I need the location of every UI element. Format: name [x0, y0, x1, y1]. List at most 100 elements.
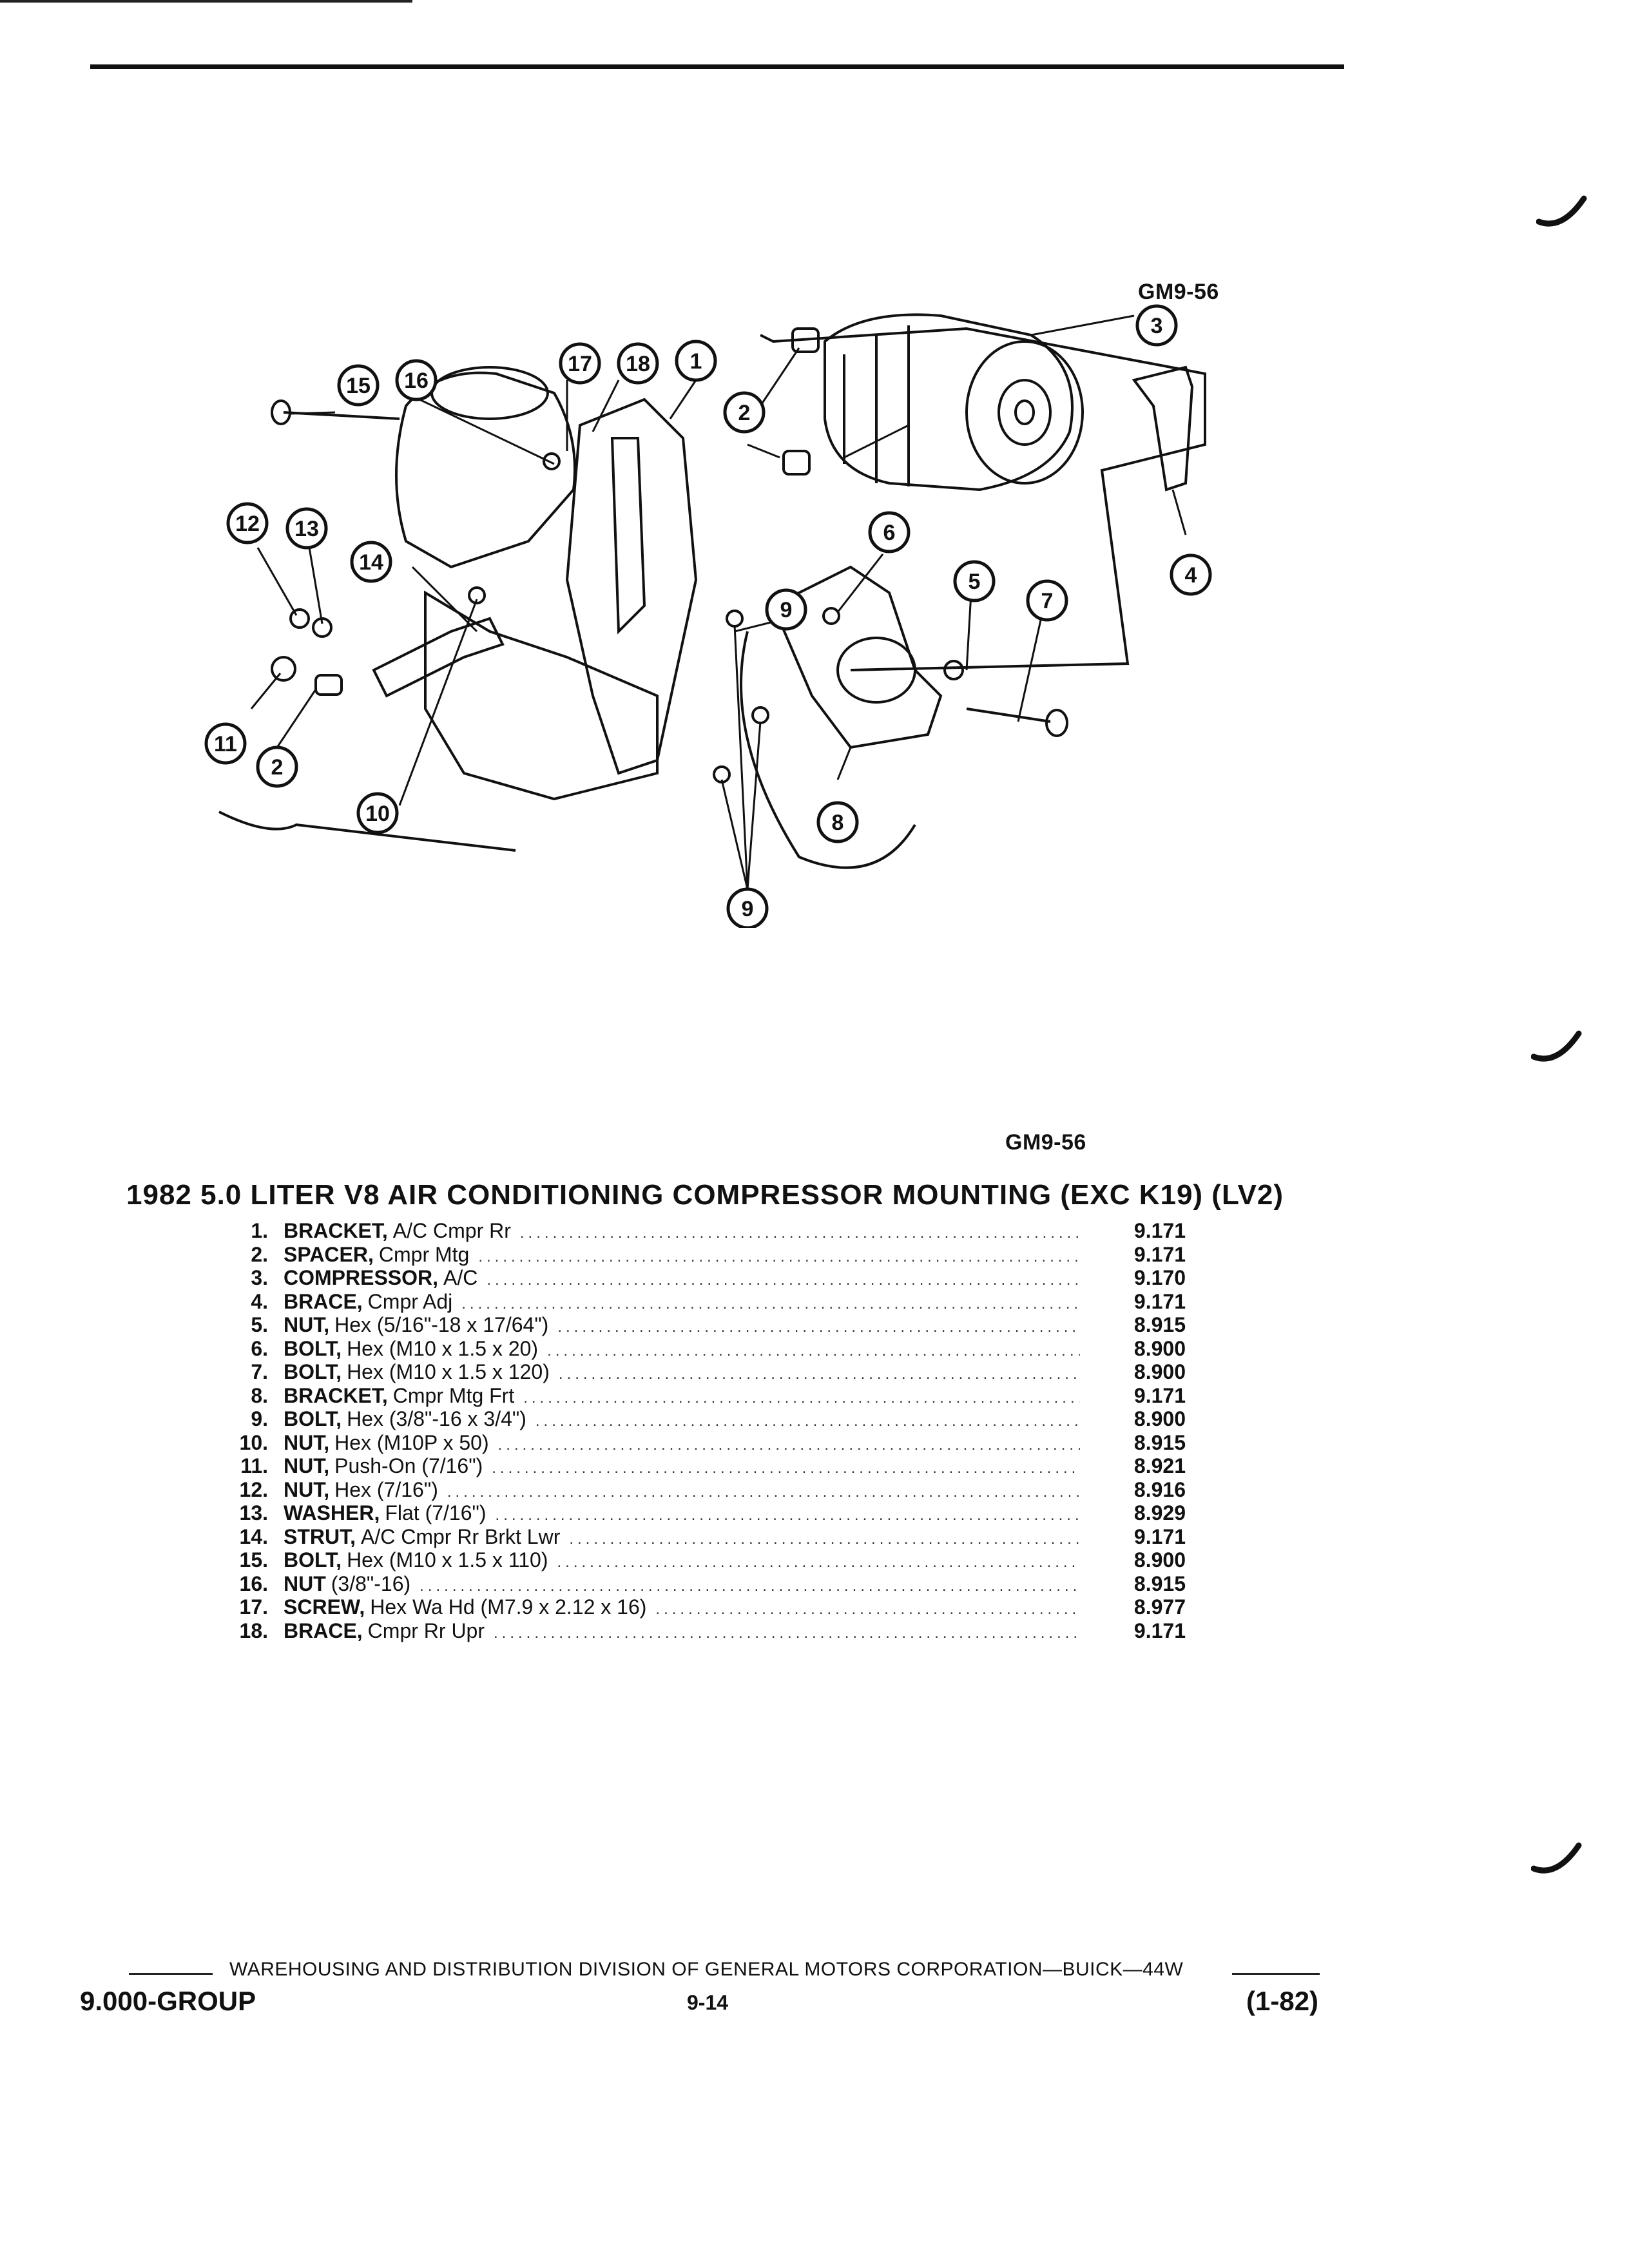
- callout-13: 13: [285, 507, 328, 550]
- callout-14: 14: [350, 541, 392, 583]
- group-number: 8.915: [1133, 1571, 1186, 1595]
- part-number: 7.: [251, 1360, 268, 1383]
- figure-id-bottom: GM9-56: [1005, 1130, 1086, 1155]
- part-description: Hex (M10 x 1.5 x 120): [347, 1360, 550, 1383]
- part-name: SPACER,: [284, 1242, 374, 1266]
- callout-12: 12: [226, 502, 269, 544]
- part-number: 1.: [251, 1219, 268, 1242]
- part-number: 11.: [240, 1454, 268, 1477]
- part-description: A/C Cmpr Rr: [392, 1219, 511, 1242]
- compressor-clutch: [965, 340, 1084, 485]
- part-name: BOLT,: [284, 1336, 342, 1360]
- group-number: 9.170: [1133, 1266, 1186, 1289]
- footer-text: WAREHOUSING AND DISTRIBUTION DIVISION OF…: [229, 1959, 1184, 1980]
- group-number: 8.915: [1133, 1430, 1186, 1454]
- margin-check-mark-2: [1531, 1030, 1582, 1062]
- pulley: [740, 631, 916, 869]
- part-description: Cmpr Rr Upr: [367, 1619, 485, 1642]
- svg-text:7: 7: [1041, 589, 1054, 613]
- callout-6: 6: [868, 511, 911, 553]
- leader-dots: [655, 1600, 1080, 1619]
- leader-dots: [523, 1389, 1080, 1407]
- group-number: 9.171: [1133, 1524, 1186, 1548]
- leader-dots: [461, 1295, 1080, 1313]
- group-number: 8.929: [1133, 1501, 1186, 1524]
- part-number: 12.: [239, 1477, 268, 1501]
- part-description: Hex Wa Hd (M7.9 x 2.12 x 16): [370, 1595, 647, 1619]
- parts-row: 4.BRACE,Cmpr Adj9.171: [193, 1290, 1224, 1314]
- top-corner-rule: [0, 0, 412, 3]
- part-number: 13.: [239, 1501, 268, 1524]
- svg-text:2: 2: [271, 755, 284, 780]
- svg-text:5: 5: [969, 570, 981, 594]
- parts-row: 8.BRACKET,Cmpr Mtg Frt9.171: [193, 1384, 1224, 1408]
- part-number: 17.: [239, 1595, 268, 1619]
- footer-group: 9.000-GROUP: [80, 1986, 256, 2016]
- part-number: 3.: [251, 1266, 268, 1289]
- svg-text:12: 12: [235, 512, 260, 536]
- part-number: 8.: [251, 1383, 268, 1407]
- svg-text:9: 9: [780, 598, 793, 622]
- parts-row: 13.WASHER,Flat (7/16")8.929: [193, 1501, 1224, 1525]
- group-number: 8.900: [1133, 1360, 1186, 1383]
- part-name: SCREW,: [284, 1595, 365, 1619]
- footer-rule-right: [1232, 1973, 1320, 1975]
- leader-dots: [478, 1248, 1080, 1266]
- parts-row: 16.NUT(3/8"-16)8.915: [193, 1572, 1224, 1596]
- strut: [372, 617, 505, 698]
- compressor: [824, 313, 1074, 492]
- parts-row: 14.STRUT,A/C Cmpr Rr Brkt Lwr9.171: [193, 1525, 1224, 1549]
- part-name: BRACE,: [284, 1289, 363, 1313]
- svg-text:2: 2: [738, 401, 751, 425]
- part-number: 5.: [251, 1313, 268, 1336]
- svg-text:9: 9: [742, 897, 754, 921]
- part-name: WASHER,: [284, 1501, 380, 1524]
- group-number: 8.900: [1133, 1407, 1186, 1430]
- bolt-7: [966, 707, 1051, 723]
- part-description: Hex (M10P x 50): [334, 1430, 489, 1454]
- part-description: A/C: [443, 1266, 478, 1289]
- leader-dots: [419, 1577, 1080, 1595]
- parts-row: 18.BRACE,Cmpr Rr Upr9.171: [193, 1619, 1224, 1643]
- svg-text:8: 8: [832, 811, 844, 835]
- group-number: 8.916: [1133, 1477, 1186, 1501]
- leader-dots: [557, 1318, 1080, 1336]
- parts-row: 7.BOLT,Hex (M10 x 1.5 x 120)8.900: [193, 1360, 1224, 1384]
- rear-bracket: [565, 398, 698, 775]
- footer-date: (1-82): [1246, 1986, 1319, 2016]
- part-number: 9.: [251, 1407, 268, 1430]
- part-description: Hex (M10 x 1.5 x 110): [347, 1548, 548, 1571]
- leader-dots: [496, 1506, 1080, 1524]
- callout-2b: 2: [256, 745, 298, 788]
- callout-5: 5: [953, 560, 996, 602]
- part-description: Hex (7/16"): [334, 1477, 438, 1501]
- callout-1: 1: [675, 340, 717, 382]
- margin-check-mark-3: [1531, 1842, 1582, 1874]
- spacer-lower: [782, 450, 811, 476]
- part-description: Hex (5/16"-18 x 17/64"): [334, 1313, 549, 1336]
- figure-id-top: GM9-56: [1138, 280, 1219, 304]
- svg-text:6: 6: [883, 521, 896, 545]
- group-number: 8.921: [1133, 1454, 1186, 1477]
- callout-15: 15: [337, 364, 380, 407]
- group-number: 9.171: [1133, 1219, 1186, 1242]
- svg-text:9: 9: [193, 245, 199, 250]
- leader-dots: [535, 1412, 1080, 1430]
- leader-dots: [498, 1436, 1080, 1454]
- callout-17: 17: [559, 342, 601, 385]
- parts-row: 15.BOLT,Hex (M10 x 1.5 x 110)8.900: [193, 1548, 1224, 1572]
- part-number: 18.: [239, 1619, 268, 1642]
- part-number: 14.: [239, 1524, 268, 1548]
- part-name: BRACE,: [284, 1619, 363, 1642]
- group-number: 8.900: [1133, 1336, 1186, 1360]
- part-description: Hex (3/8"-16 x 3/4"): [347, 1407, 526, 1430]
- callout-9a: 9: [765, 588, 807, 631]
- svg-text:14: 14: [359, 550, 383, 575]
- leader-dots: [492, 1459, 1080, 1477]
- part-name: STRUT,: [284, 1524, 356, 1548]
- callout-4: 4: [1170, 553, 1212, 596]
- part-name: BRACKET,: [284, 1383, 388, 1407]
- callout-3: 3: [1135, 304, 1178, 347]
- parts-row: 12.NUT,Hex (7/16")8.916: [193, 1478, 1224, 1502]
- svg-text:10: 10: [365, 802, 390, 826]
